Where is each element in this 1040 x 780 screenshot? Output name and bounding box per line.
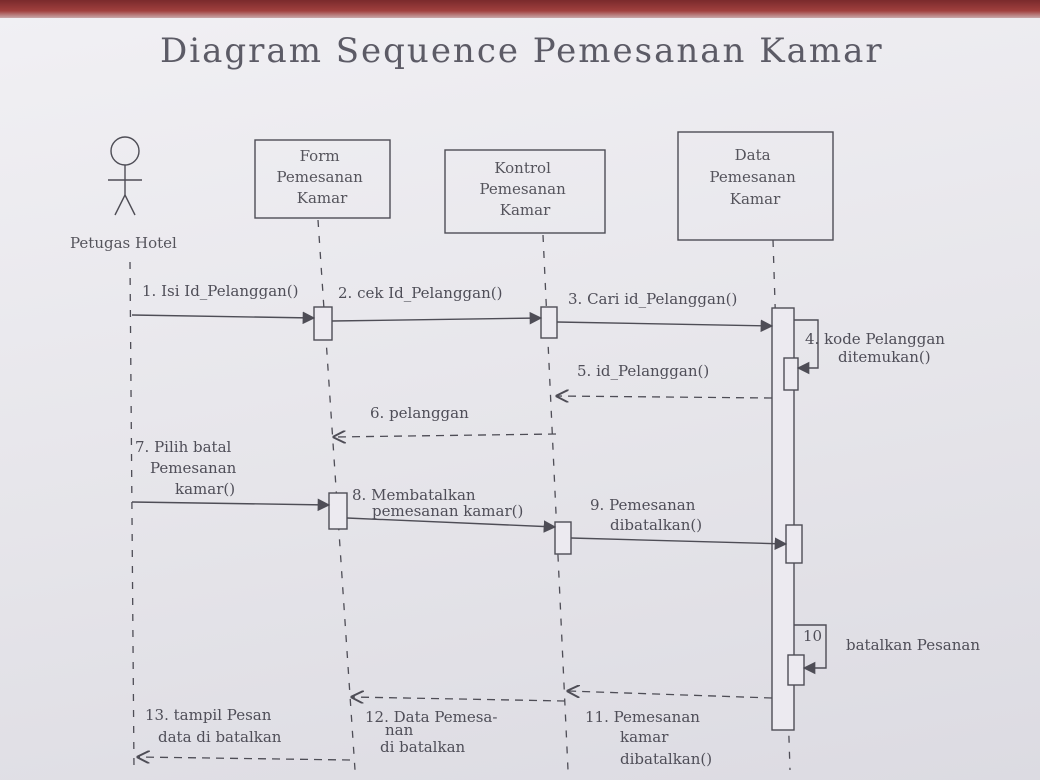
message-arrow-1 (131, 311, 316, 325)
activation-form-2 (328, 492, 348, 530)
message-arrow-4 (794, 319, 819, 375)
activation-data-4 (787, 654, 805, 686)
message-label-10: 10 batalkan Pesanan (803, 627, 980, 654)
lifeline-actor (129, 261, 135, 771)
table-edge (0, 0, 1040, 18)
diagram-title: Diagram Sequence Pemesanan Kamar (160, 31, 884, 71)
message-arrow-9 (570, 537, 788, 550)
message-arrow-7 (131, 498, 331, 512)
message-label-8: 8. Membatalkan pemesanan kamar() (352, 486, 523, 520)
message-arrow-5 (557, 396, 773, 398)
activation-kontrol-2 (554, 521, 572, 555)
message-label-6: 6. pelanggan (370, 404, 469, 422)
actor-label: Petugas Hotel (70, 234, 177, 252)
message-arrow-11 (568, 691, 773, 699)
message-arrow-6 (334, 434, 557, 437)
message-label-1: 1. Isi Id_Pelanggan() (142, 282, 299, 300)
activation-kontrol-1 (540, 306, 558, 339)
message-label-11: 11. Pemesanan kamar dibatalkan() (585, 708, 712, 768)
actor-stick-figure-icon (108, 136, 142, 216)
message-label-12: 12. Data Pemesa- nan di batalkan (365, 708, 502, 756)
activation-data-2 (783, 357, 799, 391)
activation-form-1 (313, 306, 333, 341)
participant-box-form (254, 139, 391, 219)
participant-label-form: Form Pemesanan Kamar (276, 147, 367, 207)
message-label-7: 7. Pilih batal Pemesanan kamar() (135, 438, 241, 498)
participant-box-data (677, 131, 834, 241)
message-arrow-13 (138, 757, 351, 760)
participant-label-data: Data Pemesanan Kamar (709, 146, 800, 208)
message-arrow-10 (794, 624, 827, 675)
message-label-5: 5. id_Pelanggan() (577, 362, 709, 380)
participant-box-kontrol (444, 149, 606, 234)
message-label-9: 9. Pemesanan dibatalkan() (590, 496, 702, 534)
participant-label-kontrol: Kontrol Pemesanan Kamar (479, 159, 570, 219)
message-arrow-12 (352, 697, 566, 701)
message-label-4: 4. kode Pelanggan ditemukan() (805, 330, 950, 366)
message-label-13: 13. tampil Pesan data di batalkan (145, 706, 282, 746)
message-arrow-8 (346, 517, 557, 533)
message-arrow-3 (556, 319, 774, 333)
message-label-2: 2. cek Id_Pelanggan() (338, 284, 502, 302)
activation-data-main (771, 307, 795, 731)
message-label-3: 3. Cari id_Pelanggan() (568, 290, 737, 308)
activation-data-3 (785, 524, 803, 564)
message-arrow-2 (331, 311, 543, 325)
